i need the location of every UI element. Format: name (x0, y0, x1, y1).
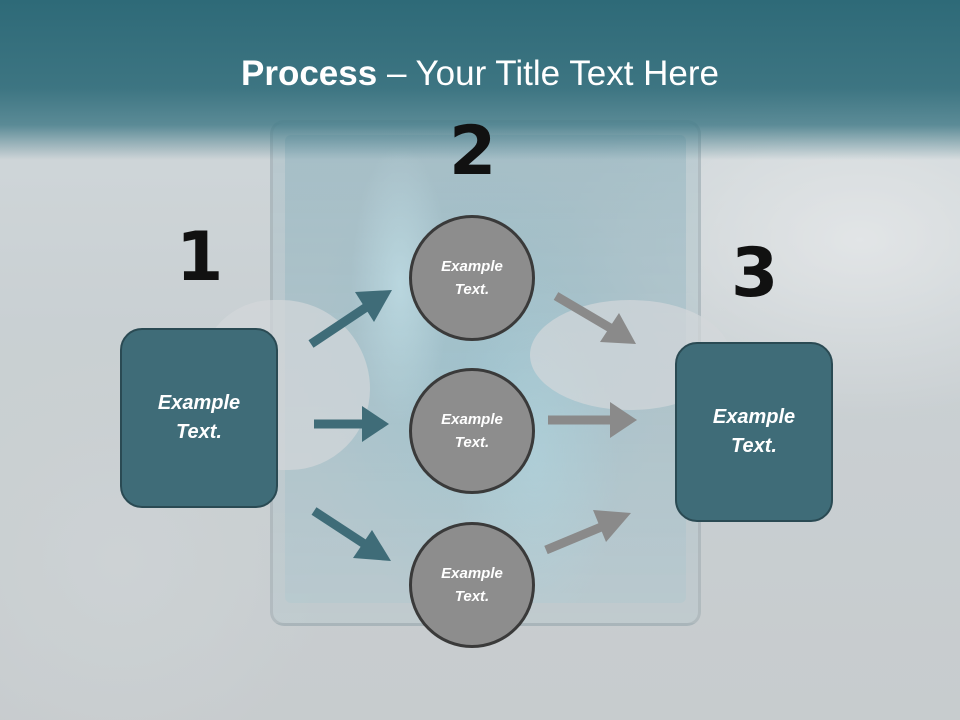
title-bold-part: Process (241, 54, 378, 93)
process-circle-top[interactable]: Example Text. (409, 215, 535, 341)
arrow-left-to-bottom[interactable] (311, 507, 391, 561)
arrow-top-to-right[interactable] (553, 292, 636, 344)
slide-title[interactable]: Process – Your Title Text Here (0, 52, 960, 96)
process-circle-bottom-label: Example Text. (441, 565, 503, 605)
process-circle-middle-label: Example Text. (441, 411, 503, 451)
arrow-bottom-to-right[interactable] (544, 510, 631, 555)
step-number-3[interactable]: 3 (731, 234, 779, 313)
process-circle-bottom[interactable]: Example Text. (409, 522, 535, 648)
process-circle-middle[interactable]: Example Text. (409, 368, 535, 494)
process-circle-top-label: Example Text. (441, 258, 503, 298)
title-bar (0, 0, 960, 160)
title-rest-part: – Your Title Text Here (377, 54, 719, 93)
process-box-right[interactable]: Example Text. (675, 342, 833, 522)
arrow-left-to-middle[interactable] (314, 406, 389, 442)
process-box-left-label: Example Text. (157, 392, 241, 443)
arrow-left-to-top[interactable] (308, 290, 392, 348)
step-number-2[interactable]: 2 (449, 112, 497, 191)
step-number-1[interactable]: 1 (176, 218, 224, 297)
process-box-left[interactable]: Example Text. (120, 328, 278, 508)
arrow-middle-to-right[interactable] (548, 402, 637, 438)
process-box-right-label: Example Text. (712, 406, 796, 457)
